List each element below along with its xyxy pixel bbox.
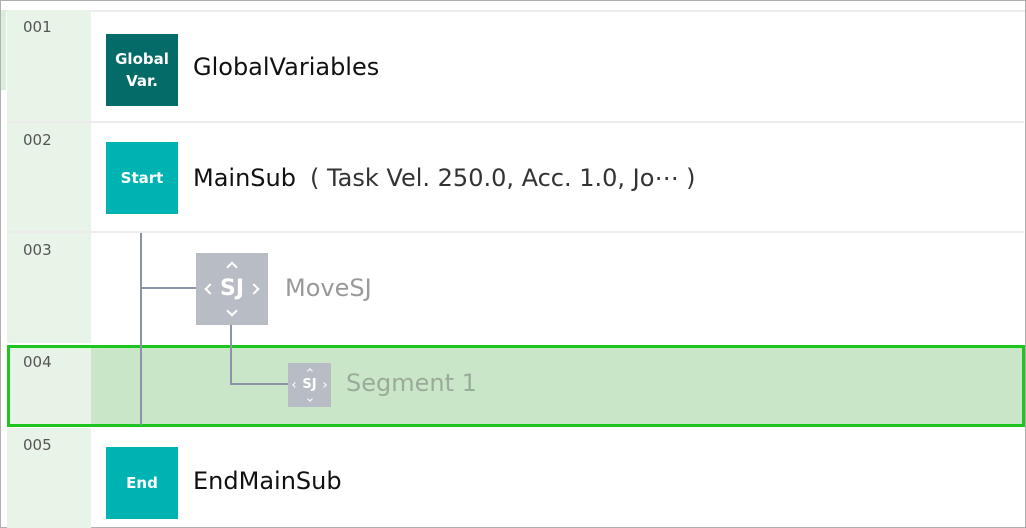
chevron-up-icon — [306, 368, 313, 374]
chevron-left-icon — [204, 283, 216, 295]
icon-text: End — [126, 474, 158, 492]
segment-sj-icon: SJ — [288, 363, 331, 407]
tree-connector-vertical — [140, 233, 142, 425]
start-icon: Start — [106, 142, 178, 214]
icon-text: Start — [120, 169, 164, 187]
icon-text: Global — [115, 50, 169, 68]
tree-row-002[interactable]: 002 Start MainSub ( Task Vel. 250.0, Acc.… — [7, 123, 1024, 233]
chevron-right-icon — [248, 283, 260, 295]
tree-row-005[interactable]: 005 End EndMainSub — [7, 428, 1024, 528]
tree-connector-child-vertical — [230, 325, 232, 384]
line-number: 005 — [23, 436, 52, 454]
row-label: MoveSJ — [285, 274, 372, 302]
chevron-down-icon — [226, 305, 238, 317]
line-gutter: 001 — [7, 10, 91, 121]
row-label: EndMainSub — [193, 467, 342, 495]
row-label: GlobalVariables — [193, 53, 380, 81]
icon-text: SJ — [219, 276, 245, 301]
line-gutter: 005 — [7, 428, 91, 528]
row-label: MainSub ( Task Vel. 250.0, Acc. 1.0, Jo⋯ … — [193, 163, 695, 193]
tree-row-004-selected[interactable]: 004 SJ Segment 1 — [7, 345, 1025, 427]
line-number: 004 — [23, 353, 52, 371]
chevron-down-icon — [306, 396, 313, 402]
tree-connector-branch — [140, 287, 196, 289]
tree-row-003[interactable]: 003 SJ MoveSJ — [7, 233, 1024, 343]
line-number: 002 — [23, 131, 52, 149]
icon-text: SJ — [302, 377, 317, 392]
chevron-right-icon — [321, 382, 327, 388]
end-icon: End — [106, 447, 178, 519]
scroll-indicator[interactable] — [1, 10, 6, 90]
row-label: Segment 1 — [346, 369, 477, 397]
line-number: 001 — [23, 18, 52, 36]
tree-connector-child-branch — [230, 383, 288, 385]
chevron-up-icon — [226, 261, 238, 273]
chevron-left-icon — [292, 382, 298, 388]
move-sj-icon: SJ — [196, 253, 268, 325]
top-strip — [1, 1, 1025, 12]
sub-name: MainSub — [193, 164, 296, 192]
line-gutter: 004 — [10, 348, 91, 424]
line-gutter: 003 — [7, 233, 91, 343]
line-number: 003 — [23, 241, 52, 259]
icon-text: Var. — [126, 72, 158, 90]
sub-params: ( Task Vel. 250.0, Acc. 1.0, Jo⋯ ) — [309, 164, 696, 192]
line-gutter: 002 — [7, 123, 91, 231]
